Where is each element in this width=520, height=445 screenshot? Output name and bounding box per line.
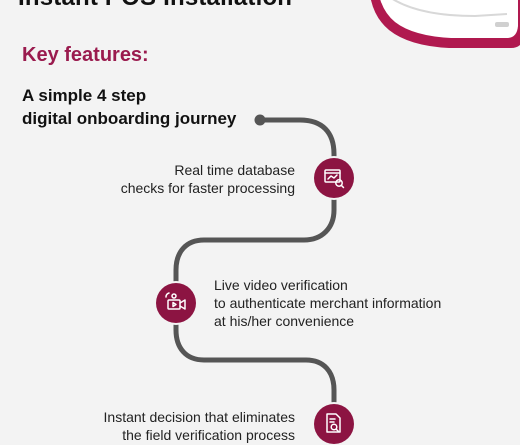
step-description: Live video verification to authenticate … [214, 276, 441, 330]
video-verification-icon [156, 283, 196, 323]
step-line: to authenticate merchant information [214, 295, 442, 311]
intro-line: A simple 4 step [22, 86, 147, 105]
path-start-dot [254, 114, 266, 126]
key-features-heading: Key features: [22, 44, 149, 66]
journey-intro: A simple 4 step digital onboarding journ… [22, 84, 236, 130]
step-line: Instant decision that eliminates [103, 409, 295, 425]
pos-device-image [371, 0, 520, 48]
database-check-icon [314, 158, 354, 198]
step-description: Real time database checks for faster pro… [121, 161, 295, 197]
step-line: Live video verification [214, 277, 348, 293]
document-search-icon [314, 404, 354, 444]
step-line: at his/her convenience [214, 313, 355, 329]
intro-line: digital onboarding journey [22, 109, 237, 128]
step-line: checks for faster processing [120, 180, 295, 196]
page-title: Instant POS Installation [18, 0, 292, 12]
step-description: Instant decision that eliminates the fie… [104, 408, 295, 444]
step-line: Real time database [174, 162, 295, 178]
step-line: the field verification process [122, 427, 295, 443]
